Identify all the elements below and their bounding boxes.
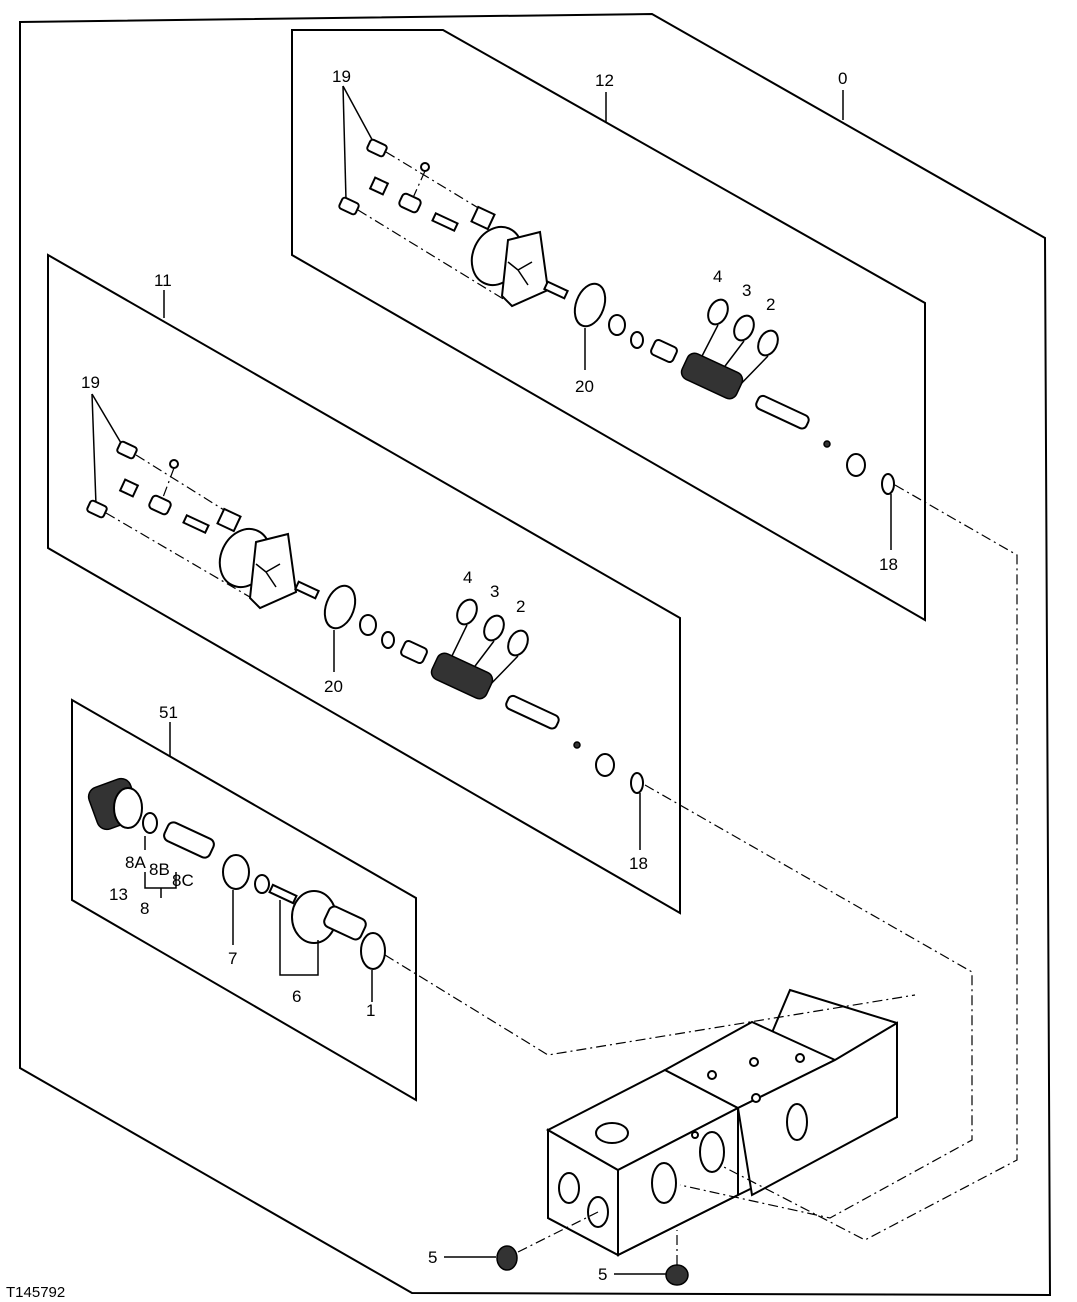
callout-assembly: 0 [838,69,847,88]
plug-5-left [496,1245,518,1271]
valve-body-block [545,988,898,1257]
callout-part-8: 8 [140,899,149,918]
callout-screws-upper: 19 [332,67,351,86]
callout-ring-18-lower: 18 [629,854,648,873]
callout-ring-3-upper: 3 [742,281,751,300]
callout-plug-13: 13 [109,885,128,904]
callout-part-8c: 8C [172,871,194,890]
callout-ring-18-upper: 18 [879,555,898,574]
callout-part-8a: 8A [125,853,146,872]
callout-screws-lower: 19 [81,373,100,392]
callout-valve-lower: 11 [154,271,172,290]
path-relief-valve [384,954,916,1056]
callout-plug-5-left: 5 [428,1248,437,1267]
callout-ring-3-lower: 3 [490,582,499,601]
valve-panel-lower [47,253,681,915]
relief-panel [71,698,417,1102]
path-lower-valve [644,784,973,1219]
relief-valve-parts [87,777,386,1002]
callout-part-8b: 8B [149,860,170,879]
callout-plug-5-right: 5 [598,1265,607,1284]
valve-panel-upper [291,29,926,622]
path-upper-valve [719,484,1018,1241]
callout-oring-20-lower: 20 [324,677,343,696]
callout-ring-2-lower: 2 [516,597,525,616]
callout-poppet-6: 6 [292,987,301,1006]
callout-valve-upper: 12 [595,71,614,90]
lower-valve-parts [86,393,644,850]
callout-ring-4-upper: 4 [713,267,722,286]
callout-ring-1: 1 [366,1001,375,1020]
assembly-frame [19,12,1052,1297]
callout-relief-valve: 51 [159,703,178,722]
plug-5-left-path [517,1211,599,1253]
callout-ring-4-lower: 4 [463,568,472,587]
plug-5-right [665,1264,689,1286]
callout-ring-7: 7 [228,949,237,968]
figure-id: T145792 [6,1284,65,1301]
callout-oring-20-upper: 20 [575,377,594,396]
callout-ring-2-upper: 2 [766,295,775,314]
upper-valve-parts [338,85,895,550]
